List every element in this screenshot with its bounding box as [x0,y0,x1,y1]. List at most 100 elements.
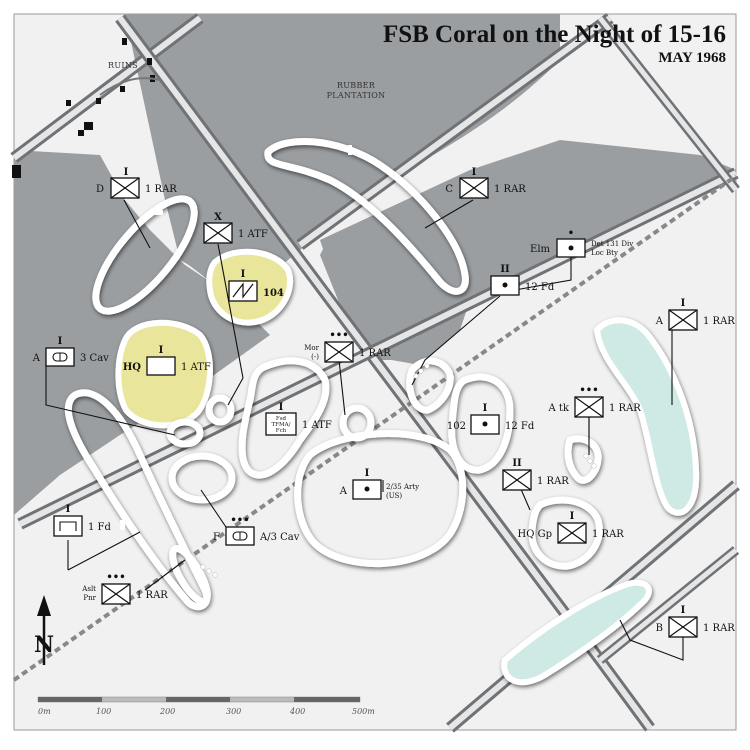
scale-tick-4: 400 [289,707,305,716]
unit-label: 104 [263,288,284,299]
unit-size: • [568,228,574,239]
company-label: Elm [530,244,550,255]
unit-label: 1 RAR [703,623,735,634]
unit-label: 1 RAR [359,348,391,359]
company-label: C [445,184,453,195]
unit-size: I [66,504,71,515]
company-label: A tk [548,403,570,414]
unit-b-company[interactable]: I B 1 RAR [656,605,736,638]
company-label: A [32,353,41,364]
rubber-label-1: RUBBER [337,81,376,90]
company-label: D [96,184,104,195]
company-label-line2: Pnr [83,594,96,602]
unit-label-line1: 2/35 Arty [386,483,419,491]
unit-label: 1 Fd [88,522,111,533]
unit-size: I [159,345,164,356]
unit-size: I [241,269,246,280]
unit-label-line2: Loc Bty [591,249,618,257]
unit-size: I [365,468,370,479]
rubber-label-2: PLANTATION [327,91,386,100]
unit-size: I [124,167,129,178]
unit-label: 12 Fd [505,421,535,432]
unit-size: ••• [329,330,348,341]
weapon-pits [64,137,603,611]
unit-det131[interactable]: • Elm Det 131 Div Loc Bty [530,228,633,258]
unit-size: II [500,264,510,275]
unit-size: X [214,212,222,223]
unit-c-company[interactable]: I C 1 RAR [445,167,526,199]
unit-label: 1 RAR [494,184,526,195]
unit-a-company-east[interactable]: I A 1 RAR [655,298,736,331]
unit-label: 12 Fd [525,282,555,293]
unit-label: 3 Cav [80,353,109,364]
ruins-label: RUINS [108,61,138,70]
scale-tick-0: 0m [38,707,51,716]
unit-label: 1 RAR [592,529,624,540]
unit-label-line1: Det 131 Div [591,240,633,248]
unit-label: 1 ATF [181,362,211,373]
track [12,174,738,682]
north-label: N [34,632,54,658]
unit-size: I [681,298,686,309]
unit-label: A/3 Cav [259,532,300,543]
map-title: FSB Coral on the Night of 15-16 [383,21,726,48]
unit-d-company[interactable]: I D 1 RAR [96,167,177,199]
unit-size: I [58,336,63,347]
scale-tick-1: 100 [96,707,111,716]
unit-size: I [279,402,284,413]
unit-btry-102[interactable]: I 102 12 Fd [447,403,535,435]
unit-size: I [472,167,477,178]
unit-btry-104[interactable]: I 104 [228,269,284,302]
unit-hq-1atf[interactable]: I HQ 1 ATF [123,345,211,376]
scale-bar: 0m 100 200 300 400 500m [37,696,375,716]
company-label: HQ Gp [518,529,553,540]
pit-dots [200,363,597,578]
unit-label: 1 ATF [302,420,332,431]
unit-label: 1 RAR [145,184,177,195]
unit-label: 1 ATF [238,229,268,240]
unit-fsd[interactable]: I Fsd TFMA/ Fch 1 ATF [265,402,332,436]
roads [10,13,740,733]
unit-size: I [570,511,575,522]
unit-1rar-battalion[interactable]: II 1 RAR [502,458,569,491]
unit-12fd-regiment[interactable]: II 12 Fd [490,264,555,296]
company-label: A [655,316,664,327]
company-label: 102 [447,421,466,432]
inner-label-2: TFMA/ [272,422,291,428]
ruins-buildings [12,38,161,178]
inner-label-3: Fch [276,428,287,434]
unit-hq-group[interactable]: I HQ Gp 1 RAR [518,511,625,544]
unit-2-35-arty[interactable]: I A 2/35 Arty (US) [339,468,419,500]
unit-label-line2: (US) [386,492,402,500]
unit-a-3cav[interactable]: I A 3 Cav [32,336,109,367]
leader-lines [45,199,684,661]
company-label: B [656,623,663,634]
company-label-line2: (-) [311,353,319,361]
unit-label: 1 RAR [609,403,641,414]
unit-mortar[interactable]: ••• Mor (-) 1 RAR [304,330,391,363]
unit-label: 1 RAR [703,316,735,327]
unit-hq-1atf-brigade[interactable]: X 1 ATF [203,212,268,244]
unit-1fd[interactable]: I 1 Fd [53,504,111,537]
unit-size: ••• [106,572,125,583]
scale-tick-2: 200 [159,707,175,716]
unit-assault-pioneer[interactable]: ••• Aslt Pnr 1 RAR [81,572,168,605]
company-label-line1: Aslt [81,585,96,593]
company-label-line1: Mor [304,344,319,352]
unit-label: 1 RAR [537,476,569,487]
company-label: A [339,486,348,497]
unit-size: I [681,605,686,616]
company-label: HQ [123,362,141,373]
pit-gap-marks [120,145,352,530]
water-areas [501,317,700,686]
unit-f-a3cav[interactable]: ••• F A/3 Cav [213,515,300,546]
unit-anti-tank[interactable]: ••• A tk 1 RAR [548,385,642,418]
company-label: F [213,532,220,543]
unit-label: 1 RAR [136,590,168,601]
unit-size: II [512,458,522,469]
north-arrow-icon: N [34,595,54,665]
unit-size: ••• [230,515,249,526]
unit-size: ••• [579,385,598,396]
